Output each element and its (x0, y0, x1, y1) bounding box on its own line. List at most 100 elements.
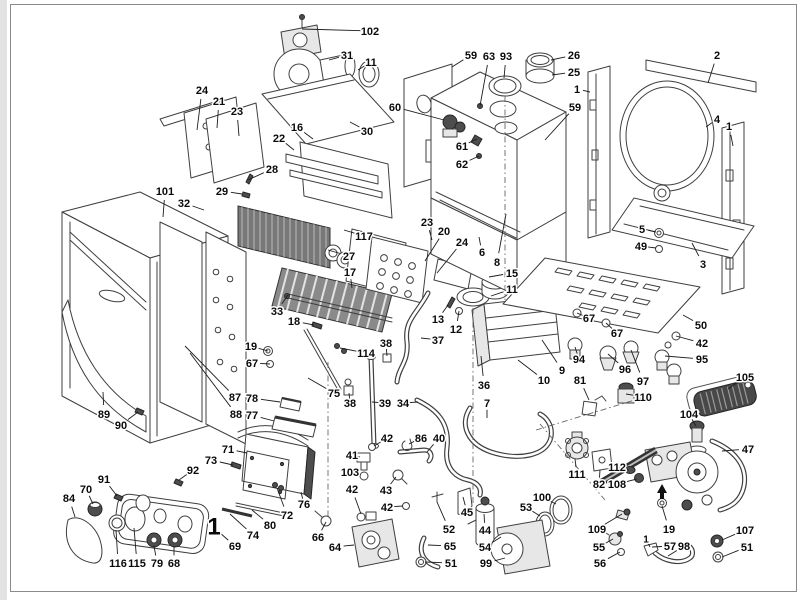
leader-line (462, 496, 466, 506)
leader-line (258, 347, 269, 352)
leader-line (260, 398, 281, 403)
part-number-label: 41 (346, 450, 358, 462)
part-number-label: 104 (680, 409, 699, 421)
leader-line (727, 381, 738, 390)
leader-line (218, 531, 229, 541)
leader-line (251, 509, 264, 520)
part-number-label: 25 (568, 67, 580, 79)
part-number-label: 34 (397, 398, 410, 410)
part-number-label: 111 (568, 469, 585, 481)
leader-line (667, 550, 678, 557)
leader-line (153, 545, 157, 556)
plate-heat-exchanger (686, 376, 757, 417)
part-number-label: 92 (187, 465, 199, 477)
part-number-label: 47 (742, 444, 754, 456)
part-number-label: 33 (271, 306, 283, 318)
leader-line (541, 339, 558, 363)
leader-line (303, 132, 314, 140)
part-number-label: 98 (678, 541, 690, 553)
part-number-label: 24 (196, 85, 209, 97)
part-number-label: 88 (230, 409, 242, 421)
part-number-label: 5 (639, 224, 645, 236)
leader-line (503, 64, 506, 79)
part-number-label: 84 (63, 493, 76, 505)
burner-rails (284, 293, 393, 391)
leader-line (469, 155, 480, 161)
part-number-label: 19 (663, 524, 675, 536)
leader-line (394, 505, 404, 508)
trap-and-pump (467, 495, 573, 575)
part-number-label: 23 (231, 106, 243, 118)
part-number-label: 17 (344, 267, 356, 279)
middle-plates (285, 141, 393, 219)
leader-line (451, 59, 464, 68)
leader-line (691, 419, 697, 427)
leader-line (260, 416, 275, 422)
leader-line (371, 401, 380, 404)
upper-left-plates (159, 96, 265, 184)
leader-line (490, 291, 504, 297)
part-number-label: 3 (700, 259, 706, 271)
leader-line (219, 461, 234, 466)
leader-line (355, 455, 361, 458)
leader-line (339, 347, 358, 352)
part-number-label: 51 (741, 542, 753, 554)
leader-line (607, 353, 619, 364)
part-number-label: 31 (341, 50, 353, 62)
leader-line (436, 248, 457, 274)
leader-line (230, 191, 243, 195)
small-fittings (134, 173, 473, 522)
part-number-label: 76 (298, 499, 310, 511)
part-number-label: 59 (465, 50, 477, 62)
part-number-label: 4 (714, 114, 721, 126)
part-number-label: 54 (479, 542, 492, 554)
leader-line (408, 440, 416, 445)
part-number-label: 56 (594, 558, 606, 570)
leader-line (548, 499, 557, 505)
leader-line (442, 304, 449, 313)
part-number-label: 32 (178, 198, 190, 210)
leader-line (354, 497, 362, 515)
leader-line (424, 238, 440, 262)
leader-line (551, 72, 566, 76)
leader-line (478, 236, 482, 246)
part-number-label: 52 (443, 524, 455, 536)
perforated-plates (345, 228, 473, 304)
leader-line (427, 544, 442, 547)
part-number-label: 117 (355, 231, 373, 243)
leader-line (350, 279, 353, 289)
part-number-label: 38 (380, 338, 392, 350)
leader-line (184, 345, 230, 391)
part-number-label: 86 (415, 433, 427, 445)
drawing-border (10, 4, 797, 592)
part-number-label: 89 (98, 409, 110, 421)
part-number-label: 49 (635, 241, 647, 253)
part-number-label: 9 (559, 365, 565, 377)
leader-line (517, 359, 538, 375)
part-number-label: 65 (444, 541, 456, 553)
leader-line (260, 362, 271, 365)
part-number-label: 87 (229, 392, 241, 404)
part-number-label: 66 (312, 532, 324, 544)
part-number-label: 36 (478, 380, 490, 392)
leader-line (276, 487, 285, 507)
part-number-label: 29 (216, 186, 228, 198)
part-number-label: 22 (273, 133, 285, 145)
part-number-label: 1 (643, 535, 649, 546)
part-number-label: 44 (479, 525, 492, 537)
leader-line (675, 335, 694, 342)
leader-line (307, 377, 327, 389)
part-number-label: 115 (128, 558, 146, 570)
part-number-label: 30 (361, 126, 373, 138)
leader-line (426, 444, 434, 453)
part-number-label: 12 (450, 324, 462, 336)
leader-line (302, 322, 315, 326)
leader-line (216, 109, 219, 129)
leader-line (236, 450, 248, 454)
leader-line (102, 391, 105, 406)
leader-line (343, 229, 356, 234)
leader-line (390, 476, 397, 485)
leader-line (491, 536, 502, 543)
part-number-label: 60 (389, 102, 401, 114)
part-number-label: 62 (456, 159, 468, 171)
